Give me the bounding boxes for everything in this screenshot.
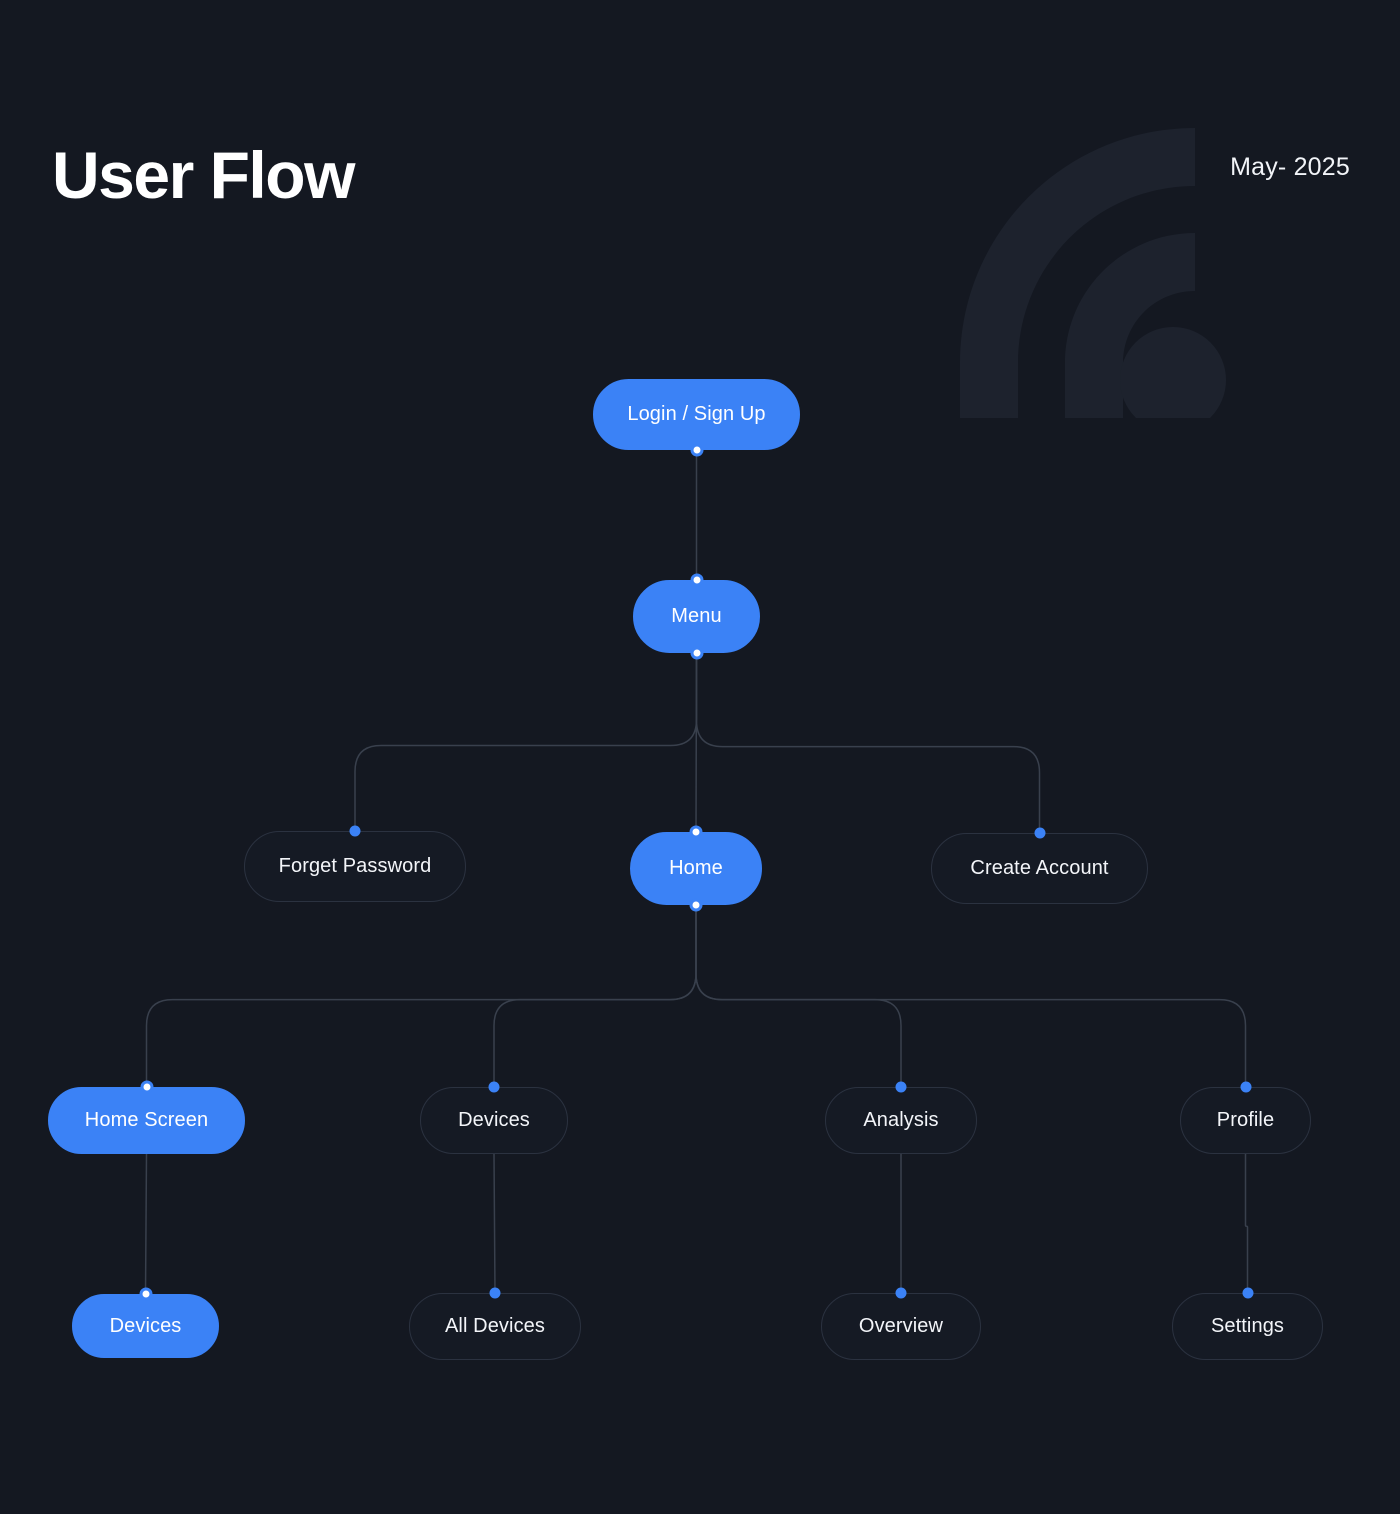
flow-edge-devices-l3-to-all-devices (493, 1153, 496, 1294)
connector-dot (690, 573, 703, 587)
flow-node-label: All Devices (444, 1315, 546, 1337)
connector-dot (690, 443, 703, 457)
flow-node-profile[interactable]: Profile (1180, 1087, 1311, 1154)
flow-edge-profile-to-settings (1244, 1153, 1249, 1294)
flow-node-label: Devices (109, 1314, 182, 1337)
page-title: User Flow (52, 138, 355, 212)
flow-node-menu[interactable]: Menu (633, 580, 760, 653)
flow-node-label: Home Screen (84, 1109, 209, 1131)
flow-node-analysis[interactable]: Analysis (825, 1087, 977, 1154)
connector-dot (349, 825, 361, 837)
flow-edge-home-to-analysis (695, 904, 902, 1088)
flow-node-label: Profile (1216, 1109, 1275, 1131)
flow-node-label: Login / Sign Up (627, 403, 766, 425)
flow-node-home[interactable]: Home (630, 832, 762, 905)
connector-dot (895, 1287, 907, 1299)
flow-edge-home-to-devices-l3 (493, 904, 697, 1088)
connector-dot (488, 1081, 500, 1093)
connector-dot (895, 1081, 907, 1093)
flow-edge-home-to-profile (695, 904, 1247, 1088)
flow-edge-menu-to-forget (354, 652, 698, 832)
flow-node-label: Home (669, 857, 723, 879)
connector-dot (689, 898, 703, 912)
connector-dot (1034, 827, 1045, 839)
connector-dot (690, 646, 703, 660)
flow-node-label: Create Account (970, 857, 1109, 879)
connector-dot (1240, 1081, 1251, 1093)
flow-node-forget[interactable]: Forget Password (244, 831, 466, 902)
flow-node-label: Devices (458, 1109, 530, 1131)
flow-node-overview[interactable]: Overview (821, 1293, 981, 1360)
flow-node-label: Settings (1210, 1315, 1285, 1337)
flow-node-devices-l4[interactable]: Devices (72, 1294, 219, 1358)
connector-dot (489, 1287, 501, 1299)
flow-node-login[interactable]: Login / Sign Up (593, 379, 800, 450)
flow-node-create[interactable]: Create Account (931, 833, 1148, 904)
flow-node-label: Menu (671, 605, 722, 627)
flow-node-label: Overview (858, 1315, 944, 1337)
connector-dot (139, 1287, 152, 1301)
connector-dot (140, 1080, 153, 1094)
flow-node-settings[interactable]: Settings (1172, 1293, 1323, 1360)
flow-edge-home-screen-to-devices-l4 (144, 1153, 148, 1295)
connector-dot (1242, 1287, 1253, 1299)
flow-node-devices-l3[interactable]: Devices (420, 1087, 568, 1154)
flow-node-all-devices[interactable]: All Devices (409, 1293, 581, 1360)
flow-edge-menu-to-create (695, 652, 1041, 834)
flow-node-label: Forget Password (278, 855, 432, 877)
flow-edge-home-to-home-screen (145, 904, 697, 1088)
date-label: May- 2025 (1230, 153, 1350, 181)
connector-dot (689, 825, 703, 839)
flow-node-home-screen[interactable]: Home Screen (48, 1087, 245, 1154)
flow-node-label: Analysis (863, 1109, 939, 1131)
